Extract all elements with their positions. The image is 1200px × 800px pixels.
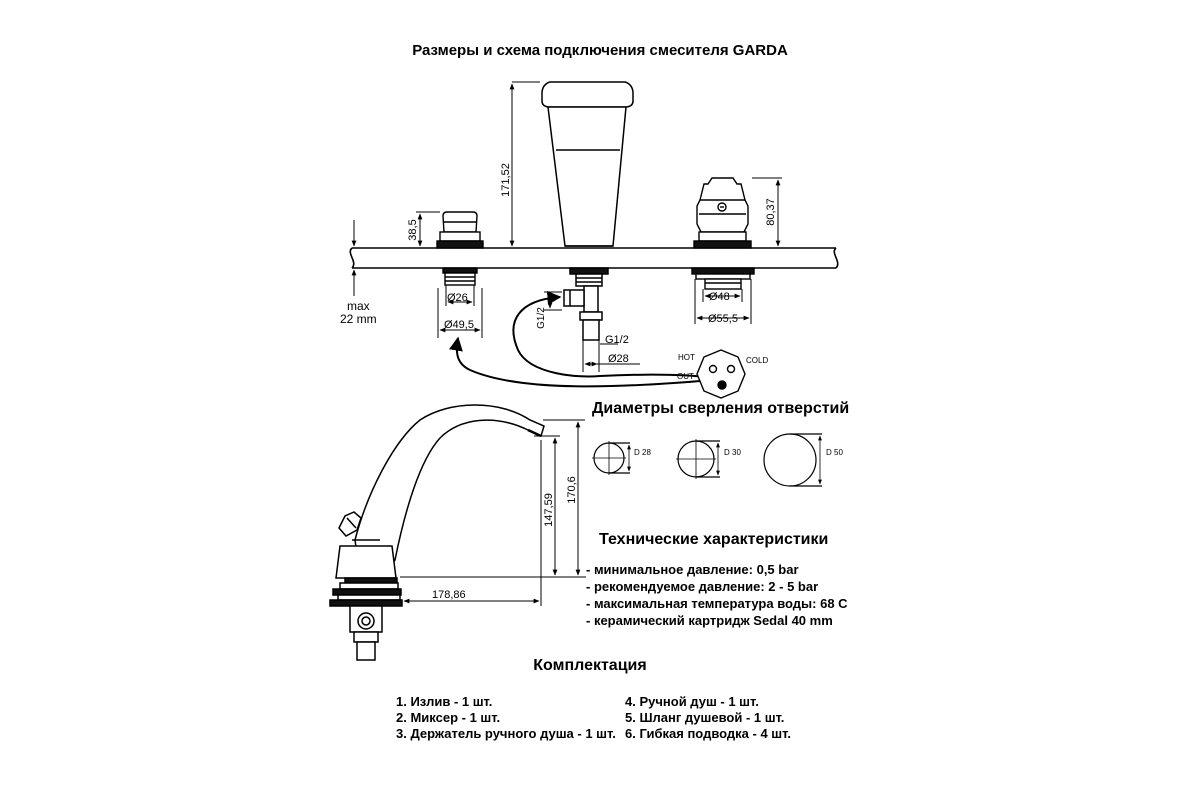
dim-d49-label: Ø49,5 [444, 319, 474, 331]
kit-item: 4. Ручной душ - 1 шт. [625, 694, 759, 709]
tech-specs-title: Технические характеристики [599, 531, 829, 548]
tech-spec-item: - максимальная температура воды: 68 С [586, 596, 848, 611]
dim-d55-label: Ø55,5 [708, 313, 738, 325]
dim-80-label: 80,37 [765, 198, 777, 226]
connector-diagram [696, 349, 746, 399]
dim-d28-label: Ø28 [608, 353, 629, 365]
side-view-faucet [329, 404, 545, 661]
kit-item: 2. Миксер - 1 шт. [396, 710, 501, 725]
dim-178-label: 178,86 [432, 589, 466, 601]
drilling-title: Диаметры сверления отверстий [592, 400, 850, 417]
kit-list-left: 1. Излив - 1 шт. 2. Миксер - 1 шт. 3. Де… [396, 694, 616, 742]
kit-item: 5. Шланг душевой - 1 шт. [625, 710, 785, 725]
kit-item: 1. Излив - 1 шт. [396, 694, 493, 709]
tech-specs-list: - минимальное давление: 0,5 bar - рекоме… [586, 561, 848, 629]
connection-hose [449, 290, 713, 388]
dim-g12-label: G1/2 [605, 334, 629, 346]
drill-holes [592, 433, 822, 487]
dim-170-label: 170,6 [566, 476, 578, 504]
tech-spec-item: - минимальное давление: 0,5 bar [586, 562, 799, 577]
kit-item: 3. Держатель ручного душа - 1 шт. [396, 726, 616, 741]
kit-title: Комплектация [533, 657, 647, 674]
tech-spec-item: - рекомендуемое давление: 2 - 5 bar [586, 579, 819, 594]
dim-147-label: 147,59 [543, 493, 555, 527]
dim-d48-label: Ø48 [709, 291, 730, 303]
port-out-label: OUT [677, 372, 694, 381]
kit-list-right: 4. Ручной душ - 1 шт. 5. Шланг душевой -… [625, 694, 791, 742]
port-hot-label: HOT [678, 353, 695, 362]
spout-body [541, 81, 634, 341]
page-title: Размеры и схема подключения смесителя GA… [412, 42, 788, 59]
dim-g12-vertical-label: G1/2 [536, 307, 547, 329]
kit-item: 6. Гибкая подводка - 4 шт. [625, 726, 791, 741]
drill-hole-label: D 28 [634, 448, 651, 457]
drill-hole-d50 [763, 433, 822, 487]
tech-spec-item: - керамический картридж Sedal 40 mm [586, 613, 833, 628]
side-view-dimensions [400, 419, 586, 606]
drill-hole-d30 [676, 439, 720, 479]
mixer-body [691, 177, 755, 290]
port-cold-label: COLD [746, 356, 768, 365]
max-value-label: 22 mm [340, 312, 377, 326]
drill-hole-label: D 30 [724, 448, 741, 457]
dim-d26-label: Ø26 [447, 292, 468, 304]
max-label: max [347, 299, 370, 313]
drill-hole-label: D 50 [826, 448, 843, 457]
shower-holder [436, 211, 484, 286]
countertop [349, 247, 839, 269]
drill-hole-d28 [592, 441, 631, 475]
dim-38-label: 38,5 [407, 219, 419, 240]
dim-171-label: 171,52 [500, 163, 512, 197]
